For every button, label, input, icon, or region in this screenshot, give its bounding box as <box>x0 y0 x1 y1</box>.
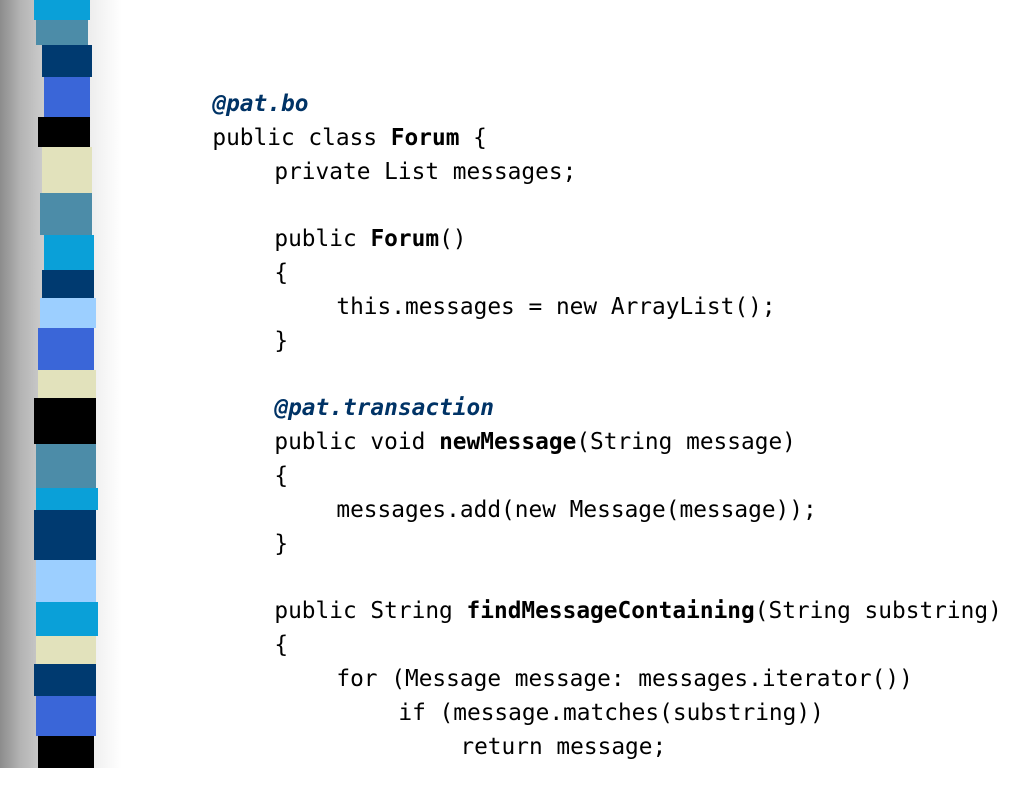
code-token: (String substring) <box>754 598 1002 624</box>
code-line-field-declaration: private List messages; <box>192 121 576 185</box>
strip-block <box>34 398 96 444</box>
strip-block <box>42 270 94 298</box>
code-token: { <box>274 260 289 286</box>
method-name-token: findMessageContaining <box>466 598 755 624</box>
strip-block <box>34 664 96 696</box>
method-name-token: newMessage <box>439 429 577 455</box>
strip-block <box>38 370 96 398</box>
code-token: for (Message message: messages.iterator(… <box>336 666 913 692</box>
code-token: { <box>459 125 487 151</box>
annotation-token: @pat.bo <box>212 91 309 117</box>
strip-block <box>42 147 92 193</box>
strip-block <box>34 510 96 560</box>
strip-block <box>36 444 96 488</box>
decorative-block-strip <box>34 0 98 768</box>
strip-block <box>38 736 94 768</box>
code-line-newmessage-close-brace: } <box>192 493 288 557</box>
code-token: (String message) <box>576 429 796 455</box>
code-line-newmessage-open-brace: { <box>192 425 288 489</box>
code-token: if (message.matches(substring)) <box>398 700 824 726</box>
code-token: public class <box>212 125 391 151</box>
class-name-token: Forum <box>390 125 460 151</box>
code-token: public <box>274 226 371 252</box>
constructor-name-token: Forum <box>370 226 440 252</box>
strip-block <box>36 560 96 602</box>
annotation-token: @pat.transaction <box>274 395 494 421</box>
code-line-newmessage-body: messages.add(new Message(message)); <box>254 459 816 523</box>
code-token: () <box>439 226 467 252</box>
code-line-newmessage-declaration: public void newMessage(String message) <box>192 391 796 455</box>
code-token: public void <box>274 429 440 455</box>
code-line-annotation-transaction: @pat.transaction <box>192 357 494 421</box>
code-token: { <box>274 463 289 489</box>
strip-block <box>40 298 96 328</box>
strip-block <box>44 235 94 270</box>
code-line-constructor-open-brace: { <box>192 222 288 286</box>
code-line-return-statement: return message; <box>378 696 666 760</box>
code-line-class-declaration: public class Forum { <box>130 87 487 151</box>
code-line-find-open-brace: { <box>192 594 288 658</box>
code-token: this.messages = new ArrayList(); <box>336 294 776 320</box>
strip-block <box>36 636 96 664</box>
code-token: private List messages; <box>274 159 577 185</box>
code-line-constructor-declaration: public Forum() <box>192 188 466 252</box>
code-token: { <box>274 632 289 658</box>
code-token: public String <box>274 598 467 624</box>
strip-block <box>36 602 98 636</box>
code-token: } <box>274 328 289 354</box>
strip-block <box>36 696 96 736</box>
code-token: return message; <box>460 734 667 760</box>
strip-block <box>36 20 88 45</box>
code-line-constructor-close-brace: } <box>192 290 288 354</box>
strip-block <box>44 77 90 117</box>
strip-block <box>36 488 98 510</box>
code-line-constructor-body: this.messages = new ArrayList(); <box>254 256 775 320</box>
strip-block <box>38 328 94 370</box>
code-listing: @pat.bo public class Forum { private Lis… <box>0 53 1024 760</box>
code-line-for-loop: for (Message message: messages.iterator(… <box>254 628 912 692</box>
code-line-find-declaration: public String findMessageContaining(Stri… <box>192 560 1001 624</box>
code-line-annotation-bo: @pat.bo <box>130 53 308 117</box>
code-token: } <box>274 531 289 557</box>
code-line-if-statement: if (message.matches(substring)) <box>316 662 823 726</box>
slide: @pat.bo public class Forum { private Lis… <box>0 0 1024 768</box>
code-token: messages.add(new Message(message)); <box>336 497 817 523</box>
strip-block <box>38 117 90 147</box>
strip-block <box>34 0 90 20</box>
strip-block <box>40 193 92 235</box>
strip-block <box>42 45 92 77</box>
